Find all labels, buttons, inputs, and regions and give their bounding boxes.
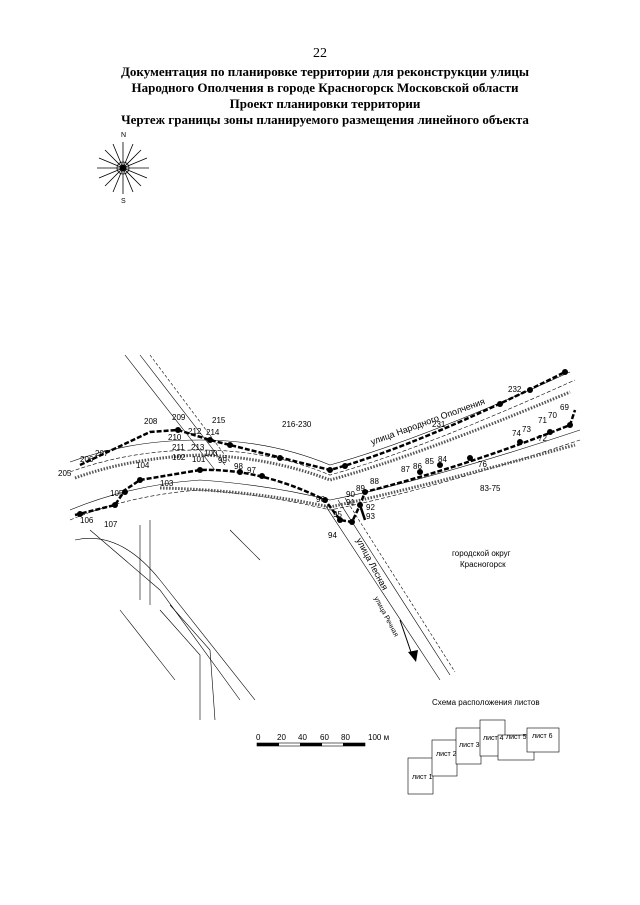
sheet-label: лист 1 (412, 774, 433, 781)
point-label: 85 (425, 457, 434, 466)
point-label: 215 (212, 416, 226, 425)
street-label-rechnaya: улица Речная (372, 596, 399, 639)
point-label: 98 (234, 462, 243, 471)
page-number: 22 (313, 46, 327, 61)
scale-tick-label: 100 м (368, 733, 389, 742)
point-label: 71 (538, 416, 547, 425)
point-label: 76 (478, 460, 487, 469)
point-label: 216-230 (282, 420, 312, 429)
point-label: 86 (413, 462, 422, 471)
point-label: 104 (136, 461, 150, 470)
scale-tick-label: 60 (320, 733, 329, 742)
sheet-label: лист 3 (459, 742, 480, 749)
compass-rose-icon (97, 142, 149, 194)
point-label: 205 (58, 469, 72, 478)
point-label: 95 (333, 510, 342, 519)
title-line-4: Чертеж границы зоны планируемого размеще… (121, 112, 529, 127)
street-label-main: улица Народного Ополчения (369, 396, 486, 447)
sheet-label: лист 4 (483, 735, 504, 742)
title-line-2: Народного Ополчения в городе Красногорск… (131, 80, 519, 95)
point-label: 209 (172, 413, 186, 422)
point-label: 101 (192, 455, 206, 464)
point-label: 92 (366, 503, 375, 512)
point-label: 88 (370, 477, 379, 486)
point-label: 73 (522, 425, 531, 434)
point-label: 87 (401, 465, 410, 474)
point-label: 207 (95, 449, 109, 458)
point-label: 106 (80, 516, 94, 525)
point-label: 96 (316, 495, 325, 504)
title-line-3: Проект планировки территории (229, 96, 421, 111)
point-label: 89 (356, 484, 365, 493)
sheet-scheme (407, 719, 560, 795)
point-label: 74 (512, 429, 521, 438)
direction-arrow-icon (399, 619, 418, 662)
point-label: 214 (206, 428, 220, 437)
point-label: 97 (247, 466, 256, 475)
point-label: 211 (172, 443, 185, 452)
district-label-line2: Красногорск (460, 560, 506, 569)
boundary-points (77, 369, 573, 525)
point-label: 213 (191, 443, 205, 452)
street-label-lesnaya: улица Лесная (354, 536, 390, 592)
road-network (69, 354, 581, 721)
point-label: 103 (160, 479, 174, 488)
compass-north-label: N (121, 132, 126, 139)
point-label: 83-75 (480, 484, 501, 493)
point-label: 105 (110, 489, 124, 498)
scale-bar (256, 742, 366, 747)
point-label: 102 (172, 453, 186, 462)
point-label: 93 (366, 512, 375, 521)
point-label: 84 (438, 455, 447, 464)
scale-tick-label: 0 (256, 733, 261, 742)
point-label: 100 (204, 449, 218, 458)
point-label: 231 (432, 420, 446, 429)
point-label: 99 (218, 456, 227, 465)
point-label: 208 (144, 417, 158, 426)
point-label: 70 (548, 411, 557, 420)
point-label: 90 (346, 490, 355, 499)
point-label: 212 (188, 427, 202, 436)
scale-tick-label: 20 (277, 733, 286, 742)
point-label: 69 (560, 403, 569, 412)
scale-tick-label: 40 (298, 733, 307, 742)
sheet-scheme-title: Схема расположения листов (432, 698, 540, 707)
point-label: 91 (346, 498, 355, 507)
point-label: 232 (508, 385, 522, 394)
title-line-1: Документация по планировке территории дл… (120, 64, 530, 79)
district-label-line1: городской округ (452, 549, 511, 558)
point-label: 107 (104, 520, 118, 529)
sheet-label: лист 5 (506, 734, 527, 741)
document-title: Документация по планировке территории дл… (60, 64, 590, 128)
sheet-label: лист 6 (532, 733, 553, 740)
point-label: 210 (168, 433, 182, 442)
point-label: 72 (538, 434, 547, 443)
point-label: 206 (80, 455, 94, 464)
scale-tick-label: 80 (341, 733, 350, 742)
point-label: 94 (328, 531, 337, 540)
compass-south-label: S (121, 198, 126, 205)
sheet-label: лист 2 (436, 751, 457, 758)
